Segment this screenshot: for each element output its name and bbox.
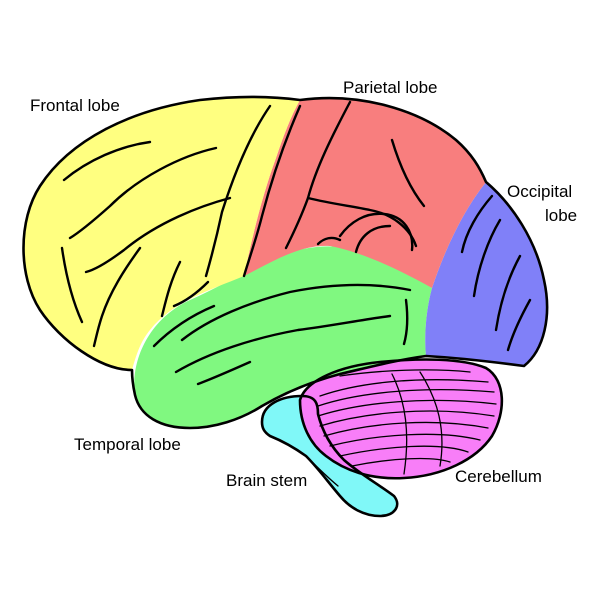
occipital-lobe-region [425,182,548,366]
cerebellum-outline [298,358,504,480]
occipital-sulci [460,194,532,352]
frontal-lobe-label: Frontal lobe [30,96,120,115]
cerebellum-folia [317,369,497,475]
occipital-lobe-label-line1: Occipital [507,182,573,201]
parietal-sulci [284,100,426,254]
temporal-lobe-label: Temporal lobe [74,435,181,454]
frontal-sulci [60,104,302,348]
cerebrum-outline [22,95,549,430]
frontal-lobe-region [23,97,300,370]
brain-stem-label: Brain stem [226,471,308,490]
brain-stem-outline [260,394,399,518]
temporal-sulci [152,283,412,386]
cerebellum-label: Cerebellum [455,467,542,486]
parietal-lobe-region [244,98,486,288]
occipital-lobe-label-line2: lobe [545,206,578,225]
temporal-lobe-region [134,246,432,428]
parietal-lobe-label: Parietal lobe [343,78,438,97]
